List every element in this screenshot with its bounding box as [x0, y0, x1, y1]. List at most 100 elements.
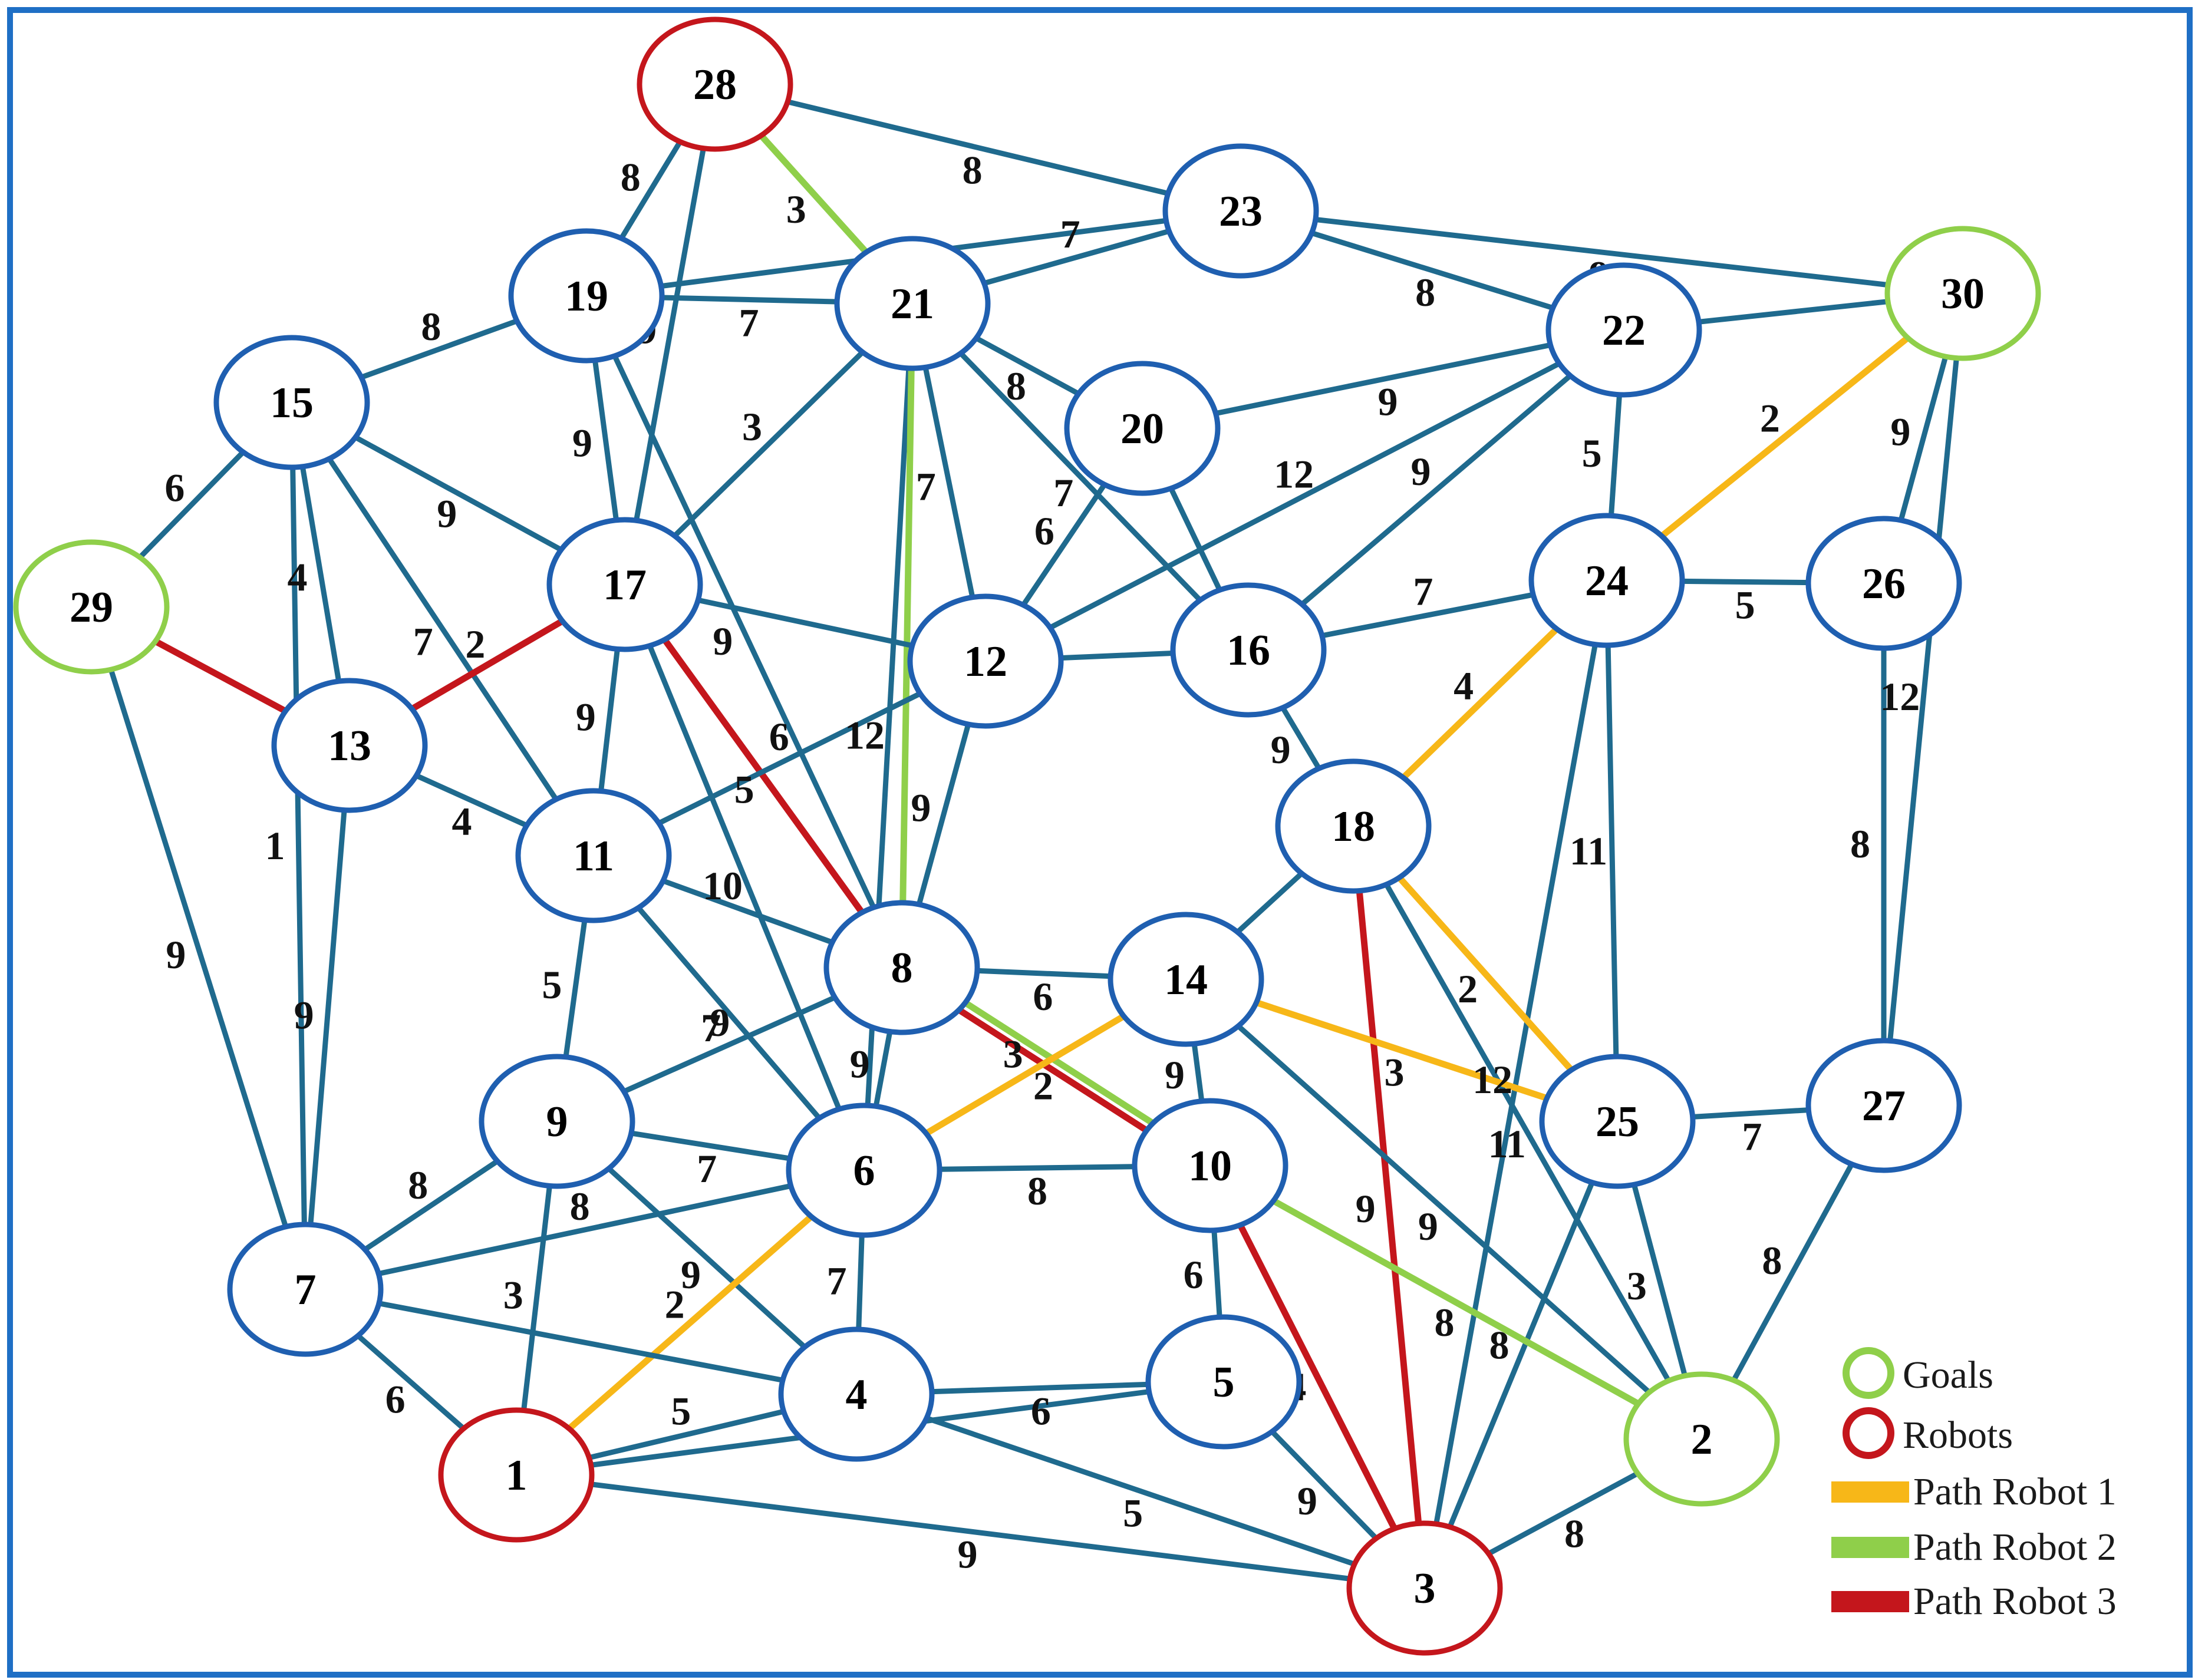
node-22-label: 22	[1602, 306, 1646, 355]
edge-weight-30-26: 9	[1890, 409, 1910, 454]
edge-weight-13-7: 9	[294, 992, 314, 1037]
edge-weight-19-21: 7	[739, 300, 759, 345]
edge-weight-28-23: 8	[963, 147, 983, 192]
node-17: 17	[546, 517, 703, 652]
edge-15-7	[289, 402, 308, 1290]
node-28: 28	[637, 16, 793, 152]
legend-goals-label: Goals	[1903, 1354, 1993, 1397]
edge-30-27	[1881, 293, 1966, 1106]
node-3-label: 3	[1414, 1565, 1436, 1613]
edge-21-8-robot2	[898, 303, 916, 968]
node-2-label: 2	[1691, 1415, 1713, 1464]
node-23-label: 23	[1219, 187, 1263, 236]
node-5: 5	[1145, 1314, 1302, 1450]
node-10: 10	[1132, 1098, 1288, 1233]
edge-weight-13-11: 4	[452, 799, 472, 844]
node-19-label: 19	[565, 272, 608, 321]
node-16: 16	[1170, 582, 1327, 718]
edge-17-6	[622, 583, 867, 1171]
edge-weight-18-3: 9	[1356, 1186, 1376, 1231]
edge-22-12	[984, 328, 1626, 664]
edge-25-3	[1422, 1120, 1620, 1589]
edge-weight-28-21: 3	[786, 187, 806, 232]
node-7-label: 7	[295, 1266, 317, 1314]
edge-weight-8-14: 6	[1033, 974, 1053, 1019]
edge-weight-19-8: 9	[713, 619, 733, 664]
node-20-ellipse	[1064, 361, 1221, 496]
node-9: 9	[479, 1054, 635, 1189]
node-14: 14	[1108, 912, 1264, 1047]
node-3: 3	[1346, 1520, 1503, 1656]
edge-6-1-robot1	[514, 1167, 866, 1478]
node-18-ellipse	[1275, 758, 1432, 894]
node-19-ellipse	[508, 228, 665, 364]
node-28-ellipse	[637, 16, 793, 152]
node-18-label: 18	[1331, 803, 1375, 851]
edge-4-3	[855, 1391, 1426, 1591]
edge-weight-30-24: 2	[1760, 395, 1780, 440]
edge-weight-8-6: 9	[850, 1042, 870, 1087]
node-29: 29	[13, 539, 170, 675]
node-22-ellipse	[1545, 262, 1702, 398]
node-15: 15	[213, 335, 370, 470]
edge-23-30	[1240, 208, 1963, 296]
legend-path-robot-3-label: Path Robot 3	[1913, 1580, 2117, 1623]
node-2-ellipse	[1623, 1371, 1780, 1507]
edge-weight-24-3: 12	[1472, 1057, 1512, 1102]
node-7-ellipse	[227, 1222, 384, 1357]
edge-weight-17-8: 5	[734, 767, 754, 811]
node-27-ellipse	[1805, 1038, 1962, 1173]
node-13-ellipse	[271, 678, 428, 813]
node-10-label: 10	[1188, 1142, 1232, 1190]
node-20: 20	[1064, 361, 1221, 496]
node-12: 12	[907, 593, 1064, 729]
edge-weight-18-25: 2	[1458, 966, 1478, 1011]
node-5-ellipse	[1145, 1314, 1302, 1450]
edge-13-7	[302, 745, 352, 1290]
edge-weight-16-18: 9	[1271, 727, 1291, 772]
node-6-label: 6	[853, 1147, 875, 1195]
node-24-ellipse	[1528, 513, 1685, 648]
node-30-ellipse	[1884, 226, 2041, 361]
node-11: 11	[515, 788, 672, 923]
edge-10-2-robot2	[1208, 1163, 1703, 1442]
edge-weight-28-19: 8	[621, 155, 641, 200]
edge-18-3-robot3	[1350, 826, 1428, 1589]
legend-path-robot-1-swatch	[1831, 1481, 1909, 1503]
node-29-label: 29	[70, 583, 113, 632]
node-16-ellipse	[1170, 582, 1327, 718]
legend-path-robot-3-swatch	[1831, 1591, 1909, 1612]
edge-weight-29-7: 9	[166, 932, 186, 977]
edge-14-2	[1184, 977, 1703, 1441]
node-30: 30	[1884, 226, 2041, 361]
node-20-label: 20	[1120, 405, 1164, 453]
edge-weight-4-3: 5	[1123, 1490, 1143, 1535]
edge-weight-15-7: 1	[265, 823, 285, 868]
edge-weight-12-8: 9	[911, 785, 931, 830]
edge-weight-8-10: 2	[1033, 1064, 1053, 1108]
node-11-ellipse	[515, 788, 672, 923]
edge-weight-24-25: 11	[1570, 829, 1607, 873]
edge-18-2	[1351, 824, 1704, 1441]
node-27-label: 27	[1862, 1082, 1906, 1130]
edge-6-7	[305, 1167, 865, 1292]
edge-weight-30-27: 12	[1880, 674, 1920, 719]
edge-22-16	[1247, 328, 1626, 652]
node-21-label: 21	[891, 280, 934, 328]
node-26-label: 26	[1862, 560, 1906, 608]
edge-28-23	[714, 81, 1242, 214]
edge-weight-19-17: 9	[572, 420, 592, 465]
edge-10-3-robot3	[1207, 1164, 1428, 1590]
edge-weight-21-6: 12	[845, 712, 885, 757]
node-26: 26	[1805, 516, 1962, 651]
edge-weight-19-15: 8	[421, 304, 441, 349]
edge-19-8	[584, 295, 905, 969]
edge-weight-15-17: 9	[437, 491, 457, 536]
node-7: 7	[227, 1222, 384, 1357]
edge-weight-14-2: 9	[1418, 1204, 1438, 1249]
legend-path-robot-2-label: Path Robot 2	[1913, 1526, 2117, 1569]
legend-path-robot-2-swatch	[1831, 1537, 1909, 1558]
node-17-label: 17	[603, 561, 647, 609]
edge-weight-10-5: 6	[1184, 1252, 1204, 1297]
